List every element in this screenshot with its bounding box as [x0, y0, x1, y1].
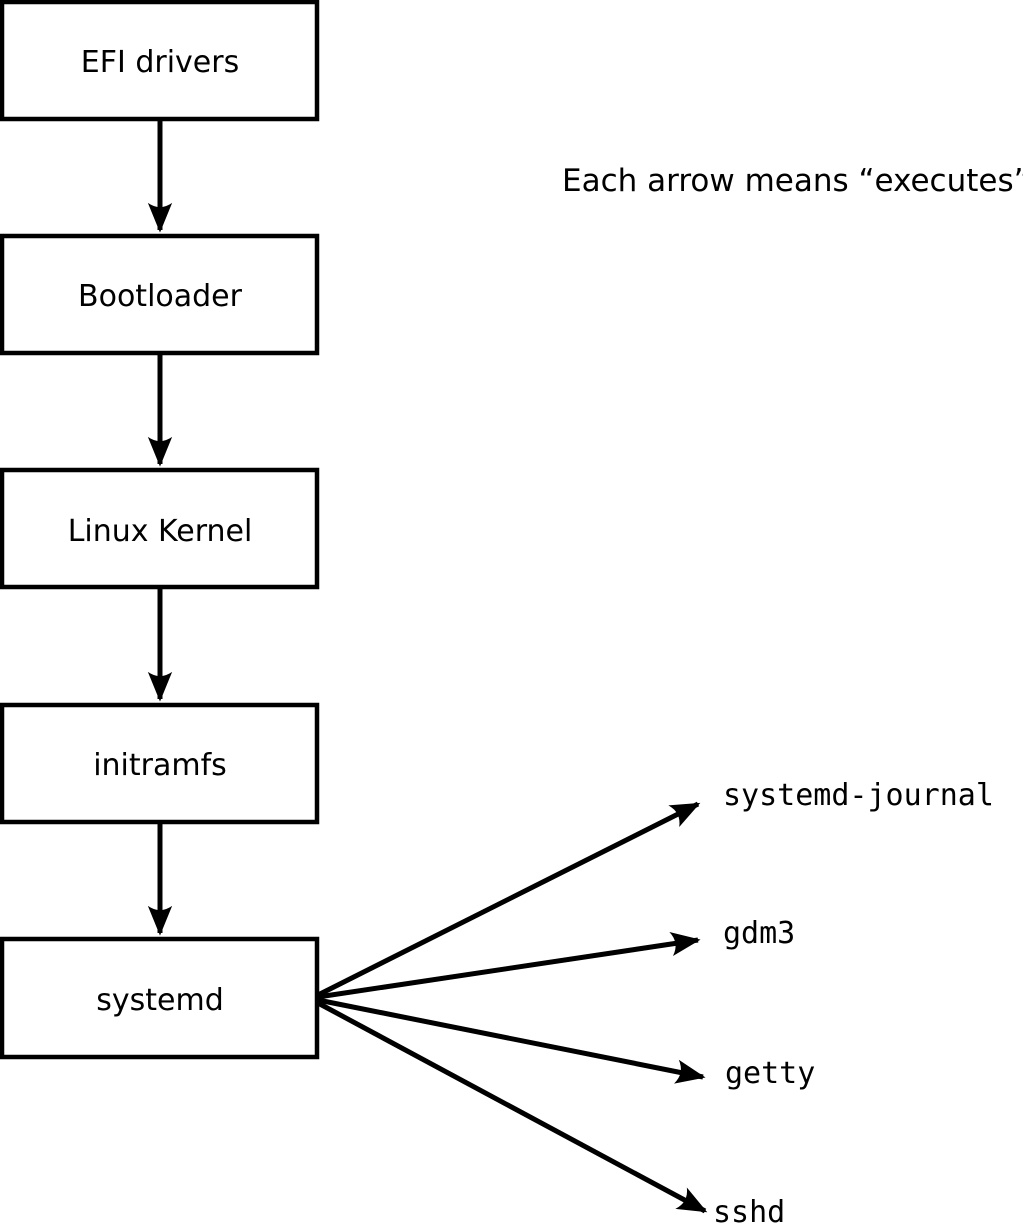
branch-label-gdm3: gdm3 — [723, 916, 795, 951]
node-bootloader-label: Bootloader — [78, 279, 243, 314]
node-linux-kernel: Linux Kernel — [0, 467, 320, 590]
node-systemd: systemd — [0, 936, 320, 1060]
edge-systemd-to-journal-arrow — [316, 801, 701, 998]
chain-nodes: EFI drivers Bootloader Linux Kernel init… — [0, 0, 320, 1060]
node-efi-drivers: EFI drivers — [0, 0, 320, 122]
edge-systemd-to-sshd-arrow — [316, 1000, 708, 1214]
node-initramfs-box — [0, 702, 320, 825]
systemd-branch-edges — [316, 801, 708, 1214]
node-efi-drivers-box — [0, 0, 320, 122]
node-systemd-label: systemd — [96, 983, 224, 1018]
systemd-branch-labels: systemd-journal gdm3 getty sshd — [713, 778, 994, 1230]
node-bootloader-box — [0, 233, 320, 356]
node-linux-kernel-box — [0, 467, 320, 590]
branch-label-systemd-journal: systemd-journal — [723, 778, 994, 813]
node-linux-kernel-label: Linux Kernel — [68, 514, 253, 549]
edge-systemd-to-getty-arrow — [317, 997, 706, 1084]
node-bootloader: Bootloader — [0, 233, 320, 356]
arrow-meaning-annotation: Each arrow means “executes”. — [562, 163, 1023, 199]
node-initramfs: initramfs — [0, 702, 320, 825]
branch-label-sshd: sshd — [713, 1195, 785, 1230]
branch-label-getty: getty — [725, 1056, 815, 1091]
node-efi-drivers-label: EFI drivers — [81, 45, 239, 80]
node-systemd-box — [0, 936, 320, 1060]
edge-systemd-to-gdm3-arrow — [317, 932, 701, 1000]
node-initramfs-label: initramfs — [93, 748, 227, 783]
